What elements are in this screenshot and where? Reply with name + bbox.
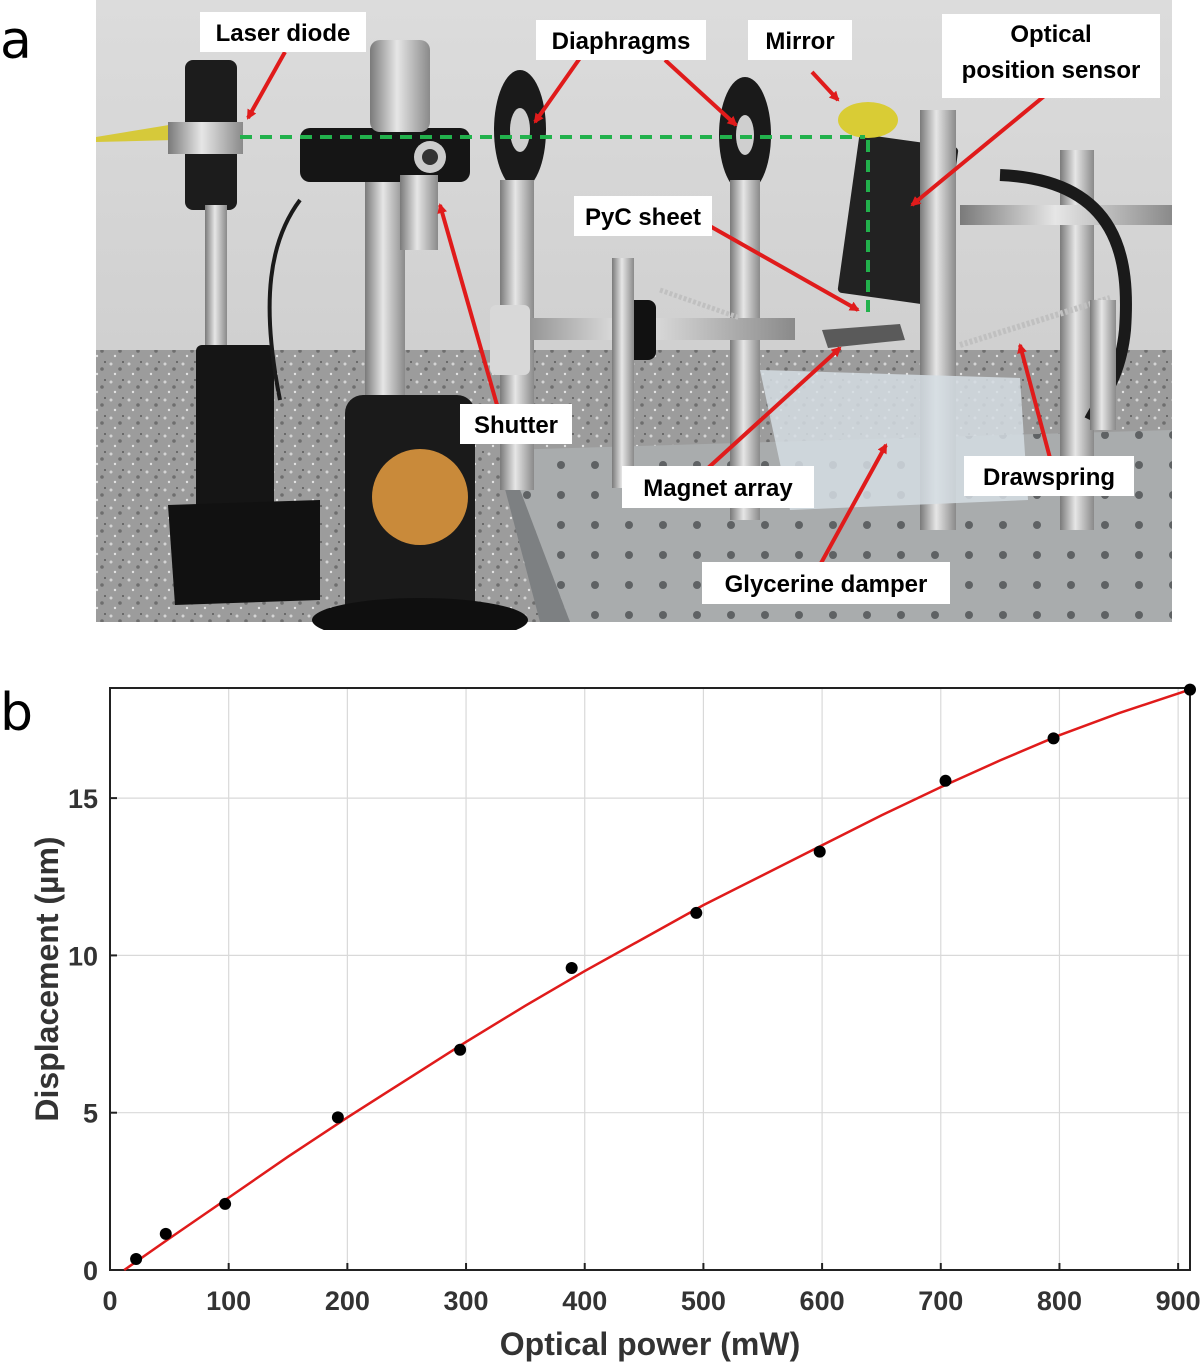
arrow-drawspring [1017, 343, 1052, 459]
chart-grid [109, 688, 1190, 1271]
arrow-diaphragm-2 [663, 58, 738, 127]
setup-photo: Laser diode Diaphragms Mirror Optical po… [0, 0, 1172, 630]
callout-labels: Laser diode Diaphragms Mirror Optical po… [200, 12, 1160, 604]
x-tick-label: 500 [681, 1286, 726, 1316]
plot-frame [109, 687, 1191, 1271]
x-axis-label: Optical power (mW) [500, 1326, 800, 1362]
label-diaphragms: Diaphragms [552, 28, 691, 55]
callout-arrows [246, 51, 1052, 566]
fit-curve [123, 688, 1191, 1272]
arrow-laser-diode [246, 51, 287, 120]
y-tick-label: 15 [68, 784, 98, 814]
label-shutter: Shutter [474, 412, 558, 439]
y-tick-label: 0 [83, 1256, 98, 1286]
x-tick-label: 400 [562, 1286, 607, 1316]
x-tick-label: 200 [325, 1286, 370, 1316]
panel-letter-a: a [0, 11, 32, 71]
x-tick-label: 0 [102, 1286, 117, 1316]
x-tick-label: 900 [1156, 1286, 1200, 1316]
label-mirror: Mirror [765, 28, 834, 55]
laser-beam-path [240, 135, 870, 312]
arrow-damper [818, 443, 888, 566]
data-points [130, 683, 1196, 1265]
data-point [565, 961, 578, 974]
data-point [219, 1197, 232, 1210]
label-glycerine-damper: Glycerine damper [725, 571, 928, 598]
label-drawspring: Drawspring [983, 464, 1115, 491]
label-optical-sensor-line1: Optical [1010, 21, 1091, 48]
arrow-diaphragm-1 [533, 56, 582, 124]
label-laser-diode: Laser diode [216, 20, 351, 47]
x-axis-ticks: 0 100 200 300 400 500 600 700 800 900 [102, 1263, 1200, 1316]
equipment [96, 40, 1172, 630]
data-point [690, 906, 703, 919]
x-tick-label: 700 [918, 1286, 963, 1316]
data-point [331, 1111, 344, 1124]
y-tick-label: 5 [83, 1099, 98, 1129]
y-axis-ticks: 0 5 10 15 [68, 784, 117, 1286]
data-point [813, 845, 826, 858]
data-point [939, 774, 952, 787]
data-point [454, 1043, 467, 1056]
x-tick-label: 600 [800, 1286, 845, 1316]
y-axis-label: Displacement (µm) [29, 836, 65, 1121]
label-pyc-sheet: PyC sheet [585, 204, 701, 231]
y-tick-label: 10 [68, 941, 98, 971]
x-tick-label: 300 [444, 1286, 489, 1316]
panel-letter-b: b [0, 683, 33, 743]
data-point [1184, 683, 1196, 696]
data-point [1047, 732, 1060, 745]
x-tick-label: 800 [1037, 1286, 1082, 1316]
label-optical-sensor-line2: position sensor [962, 57, 1141, 84]
data-point [159, 1227, 172, 1240]
x-tick-label: 100 [206, 1286, 251, 1316]
displacement-chart: b 0 100 200 300 400 500 600 700 800 900 0 5 10 15 Op… [0, 683, 1200, 1362]
data-point [130, 1252, 143, 1265]
arrow-magnet-array [706, 346, 842, 470]
label-magnet-array: Magnet array [643, 475, 793, 502]
arrow-shutter [437, 203, 499, 406]
arrow-sensor [910, 91, 1050, 207]
arrow-mirror [810, 70, 840, 102]
arrow-pyc-sheet [707, 223, 860, 312]
